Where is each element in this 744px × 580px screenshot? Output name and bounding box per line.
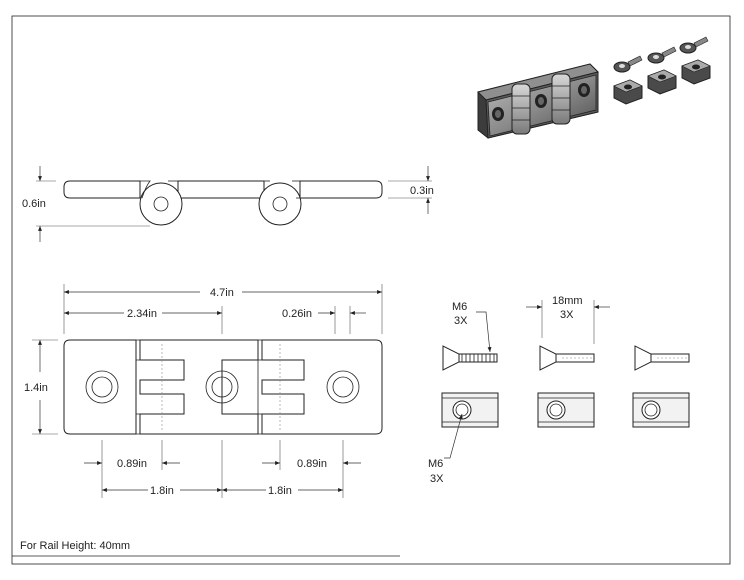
rail-height-note: For Rail Height: 40mm [20, 540, 130, 552]
dim-knuckle-right: 0.89in [297, 458, 327, 470]
screw-length-qty: 3X [560, 309, 574, 321]
screw-2 [539, 345, 595, 371]
nut-render-3 [681, 59, 711, 85]
dim-height-top: 1.4in [24, 382, 48, 394]
screws-side [442, 345, 690, 371]
nut-2 [537, 392, 595, 428]
nut-render-2 [647, 69, 677, 95]
screw-1 [442, 345, 498, 371]
sheet-border [11, 15, 731, 565]
hole-center [205, 370, 239, 404]
dim-height-side: 0.6in [22, 198, 46, 210]
nut-3 [632, 392, 690, 428]
dim-pitch-right: 1.8in [268, 485, 292, 497]
side-height-dimension: 0.6in [22, 166, 150, 242]
top-height-dimension: 1.4in [24, 339, 58, 435]
screw-callout: M6 3X [452, 301, 492, 353]
side-thickness-dimension: 0.3in [388, 166, 434, 214]
nut-qty-label: 3X [430, 473, 444, 485]
screw-length-dimension: 18mm 3X [526, 295, 610, 344]
nuts-top [441, 392, 690, 428]
dim-hole-edge: 0.26in [282, 308, 312, 320]
isometric-render [477, 63, 599, 139]
pitch-dimensions: 1.8in 1.8in [102, 440, 343, 498]
nut-callout: M6 3X [428, 413, 463, 485]
dim-knuckle-left: 0.89in [117, 458, 147, 470]
nut-render-1 [613, 79, 643, 105]
screw-render-3 [679, 36, 709, 54]
top-view [63, 339, 383, 435]
nut-thread-label: M6 [428, 458, 443, 470]
dim-to-center: 2.34in [127, 308, 157, 320]
screw-length-label: 18mm [552, 295, 583, 307]
hole-edge-dimension: 0.26in [282, 306, 366, 334]
knuckle-right-dimension: 0.89in [262, 440, 361, 498]
screw-3 [634, 345, 690, 371]
dim-overall-width: 4.7in [210, 287, 234, 299]
overall-width-dimension: 4.7in [63, 284, 383, 334]
dim-thickness: 0.3in [410, 185, 434, 197]
screw-qty-label: 3X [454, 315, 468, 327]
side-view [63, 180, 383, 226]
screw-render-1 [613, 55, 643, 73]
nut-1 [441, 392, 499, 428]
dim-pitch-left: 1.8in [150, 485, 174, 497]
hole-left [85, 370, 119, 404]
hole-right [326, 370, 360, 404]
screw-thread-label: M6 [452, 301, 467, 313]
isometric-hardware [613, 36, 711, 105]
center-dimension: 2.34in [64, 306, 223, 334]
screw-render-2 [647, 46, 677, 64]
